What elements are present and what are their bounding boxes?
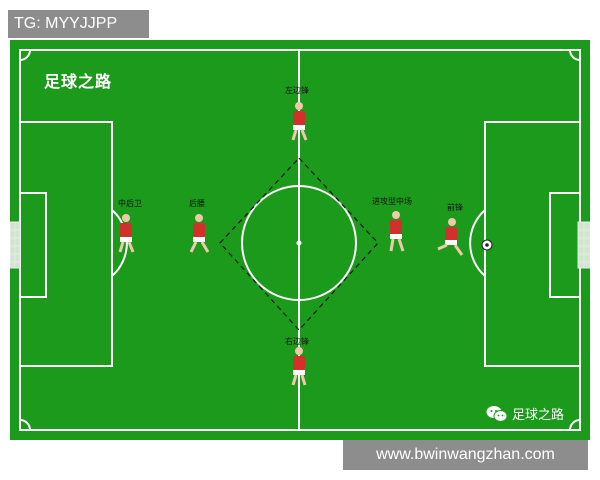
player-right-winger	[291, 347, 307, 386]
player-center-back	[118, 214, 135, 253]
right-goal	[577, 221, 590, 269]
label-right-winger: 右边锋	[285, 337, 309, 346]
tg-label: TG: MYYJJPP	[8, 10, 149, 38]
label-defensive-mid: 后腰	[189, 199, 205, 208]
player-attacking-mid	[389, 211, 405, 252]
player-left-winger	[291, 102, 308, 141]
label-left-winger: 左边锋	[285, 86, 309, 95]
player-forward	[437, 218, 464, 256]
url-label: www.bwinwangzhan.com	[343, 440, 588, 470]
pitch-graphic	[10, 40, 590, 440]
soccer-field	[10, 40, 590, 440]
formation-diamond	[219, 157, 379, 331]
watermark: 足球之路	[486, 404, 564, 423]
left-goal	[10, 221, 21, 269]
soccer-ball	[481, 239, 493, 251]
wechat-icon	[486, 405, 508, 423]
label-center-back: 中后卫	[118, 199, 142, 208]
watermark-text: 足球之路	[512, 408, 565, 423]
player-defensive-mid	[189, 214, 210, 253]
field-title: 足球之路	[44, 72, 113, 91]
label-forward: 前锋	[447, 203, 463, 212]
label-attacking-mid: 进攻型中场	[372, 197, 412, 206]
